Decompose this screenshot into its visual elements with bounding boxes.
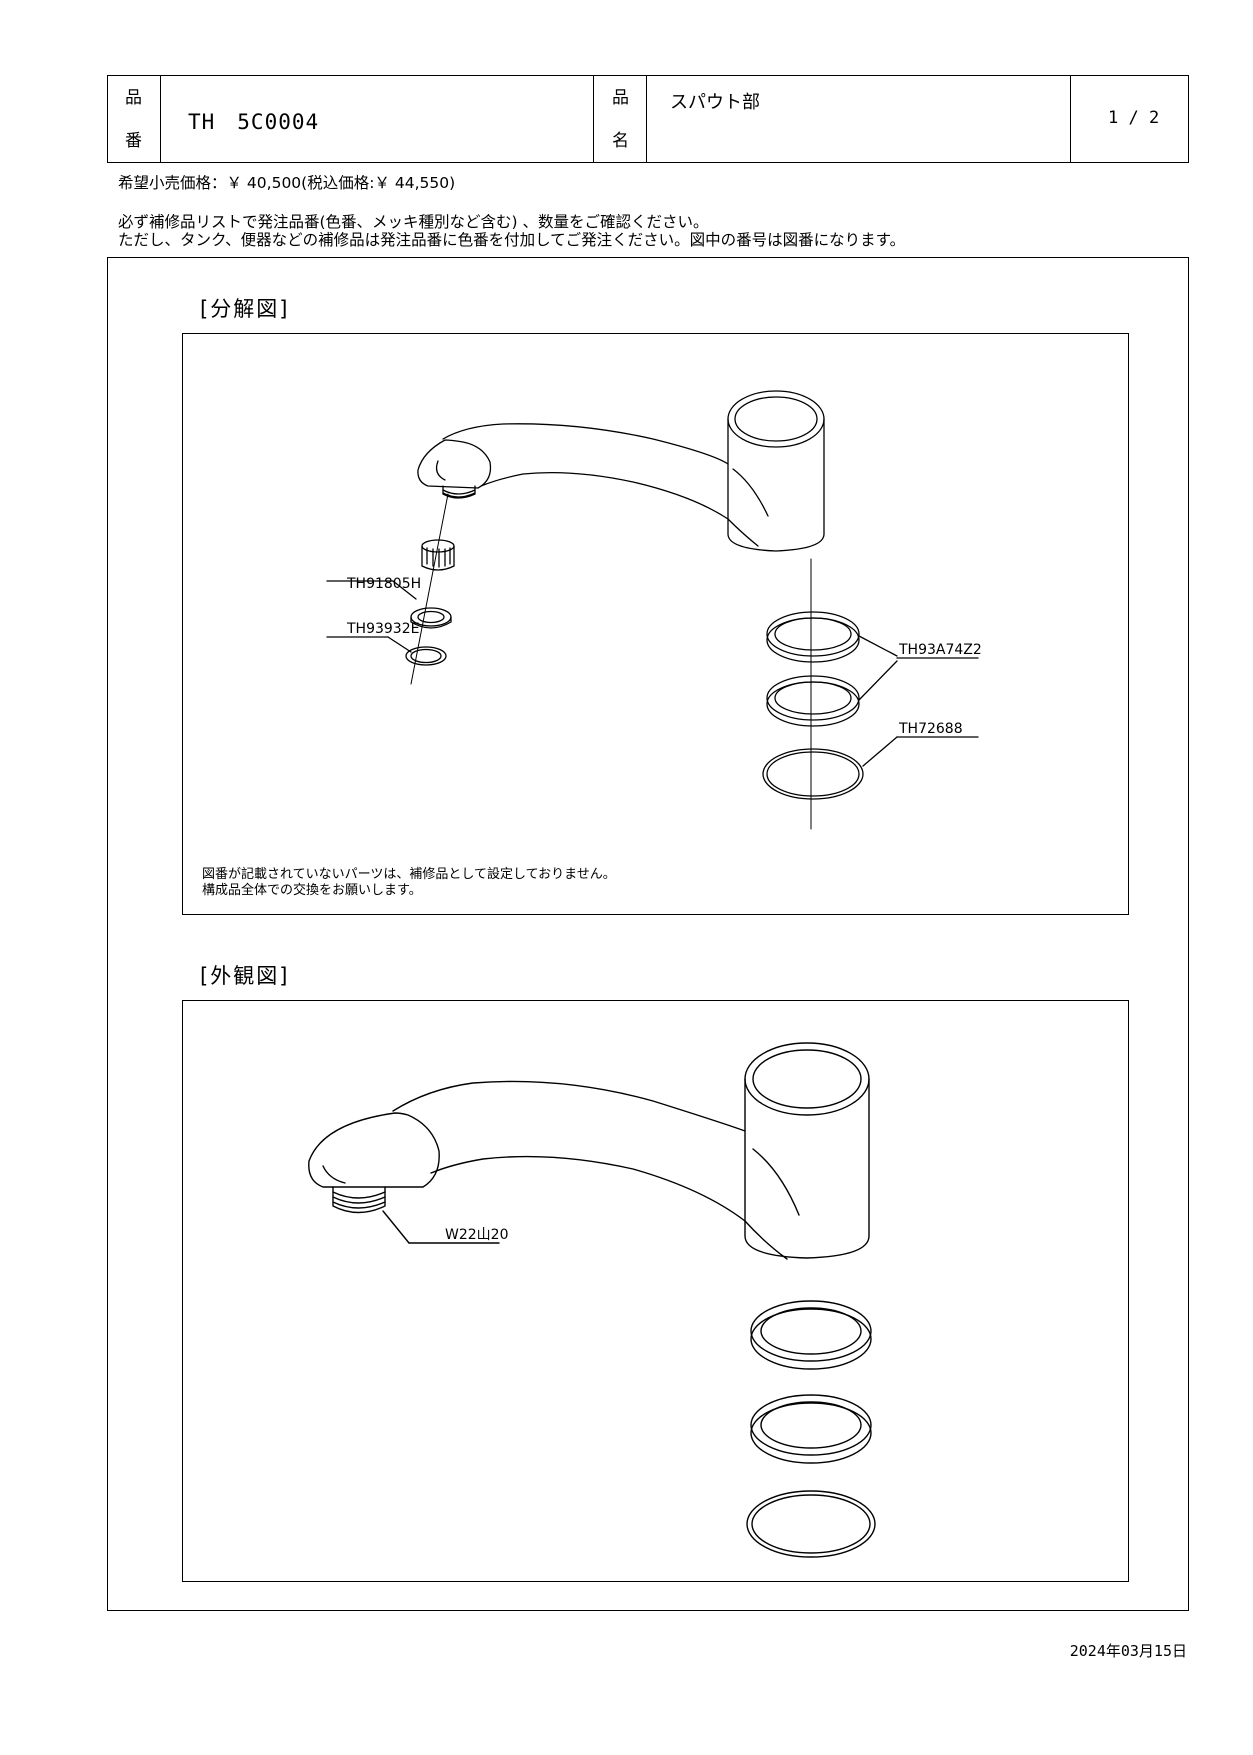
small-ring-part [405, 646, 447, 666]
o-ring-part [762, 748, 864, 800]
label-o-ring: TH72688 [899, 721, 963, 737]
label-thread: W22山20 [445, 1227, 509, 1243]
drawing-frame [107, 257, 1189, 1611]
header-divider [646, 76, 647, 162]
note-line-1: 図番が記載されていないパーツは、補修品として設定しておりません。 [202, 867, 616, 882]
instruction-line-2: ただし、タンク、便器などの補修品は発注品番に色番を付加してご発注ください。図中の… [118, 231, 906, 249]
product-name: スパウト部 [670, 92, 760, 113]
leader-aerator [392, 580, 417, 600]
spout-body [308, 1042, 870, 1260]
exterior-view-panel: W22山20 [182, 1000, 1129, 1582]
label-seal-rings: TH93A74Z2 [899, 642, 982, 658]
label-aerator: TH91805H [347, 576, 422, 592]
hinban-label-bottom: 番 [125, 131, 142, 151]
exterior-view-drawing [308, 1042, 876, 1558]
seal-ring-upper [750, 1300, 872, 1370]
hinmei-label-top: 品 [612, 88, 629, 108]
exploded-view-panel: TH91805H TH93932E TH93A74Z2 TH72688 図番が記… [182, 333, 1129, 915]
spout-thread [332, 1186, 386, 1214]
spout-thread [442, 485, 476, 499]
o-ring-part [746, 1490, 876, 1558]
leader-gasket [387, 636, 412, 653]
exploded-view-title: [分解図] [200, 297, 290, 321]
seal-ring-lower [766, 675, 860, 727]
issue-date: 2024年03月15日 [1069, 1642, 1187, 1660]
spout-body [417, 390, 825, 552]
aerator-part [421, 539, 455, 571]
seal-ring-lower [750, 1394, 872, 1464]
header-divider [160, 76, 161, 162]
leader-thread [382, 1210, 410, 1244]
product-code: TH 5C0004 [188, 110, 320, 134]
exploded-view-drawing [326, 390, 979, 830]
gasket-part [410, 607, 452, 629]
exterior-view-title: [外観図] [200, 964, 290, 988]
seal-ring-upper [766, 611, 860, 663]
header-divider [1070, 76, 1071, 162]
label-gasket: TH93932E [347, 621, 420, 637]
page-number: 1 / 2 [1108, 108, 1160, 128]
hinmei-label-bottom: 名 [612, 131, 629, 151]
header-table: 品 番 TH 5C0004 品 名 スパウト部 1 / 2 [107, 75, 1189, 163]
price-line: 希望小売価格：￥ 40,500(税込価格:￥ 44,550) [118, 174, 456, 192]
hinban-label-top: 品 [125, 88, 142, 108]
note-line-2: 構成品全体での交換をお願いします。 [202, 883, 422, 898]
header-divider [593, 76, 594, 162]
instruction-line-1: 必ず補修品リストで発注品番(色番、メッキ種別など含む) 、数量をご確認ください。 [118, 213, 709, 231]
